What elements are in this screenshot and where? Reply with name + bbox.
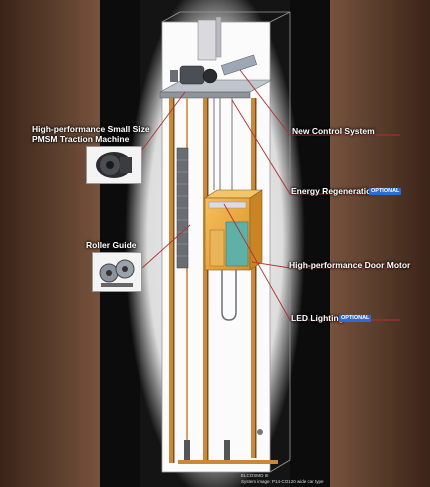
traction-machine-icon: [86, 146, 142, 184]
car-door: [225, 221, 249, 267]
counterweight: [176, 147, 189, 269]
guide-rails: [169, 98, 257, 463]
control-cabinet: [197, 19, 217, 61]
traction-machine: [179, 65, 205, 85]
travel-cable: [221, 270, 237, 321]
label-door-motor: High-performance Door Motor: [289, 260, 411, 270]
optional-badge-led: OPTIONAL: [339, 315, 372, 322]
roller-guide-icon: [92, 252, 142, 292]
led-panel: [208, 201, 247, 209]
label-pmsm-line1: High-performance Small Size: [32, 124, 150, 134]
pit-buffers: [178, 429, 278, 464]
system-image-note: System image: P14-CO120 wide car type: [241, 479, 324, 484]
model-name: ELCOSMO III: [241, 473, 269, 478]
label-roller-guide: Roller Guide: [86, 240, 137, 250]
ropes: [213, 98, 233, 190]
label-energy-regeneration: Energy Regeneration: [291, 186, 377, 196]
label-led-lighting: LED Lighting: [291, 313, 344, 323]
optional-badge-energy: OPTIONAL: [369, 188, 402, 195]
label-control-system: New Control System: [292, 126, 375, 136]
elevator-car: [204, 189, 263, 271]
label-pmsm-line2: PMSM Traction Machine: [32, 134, 130, 144]
machine-platform: [159, 54, 273, 99]
